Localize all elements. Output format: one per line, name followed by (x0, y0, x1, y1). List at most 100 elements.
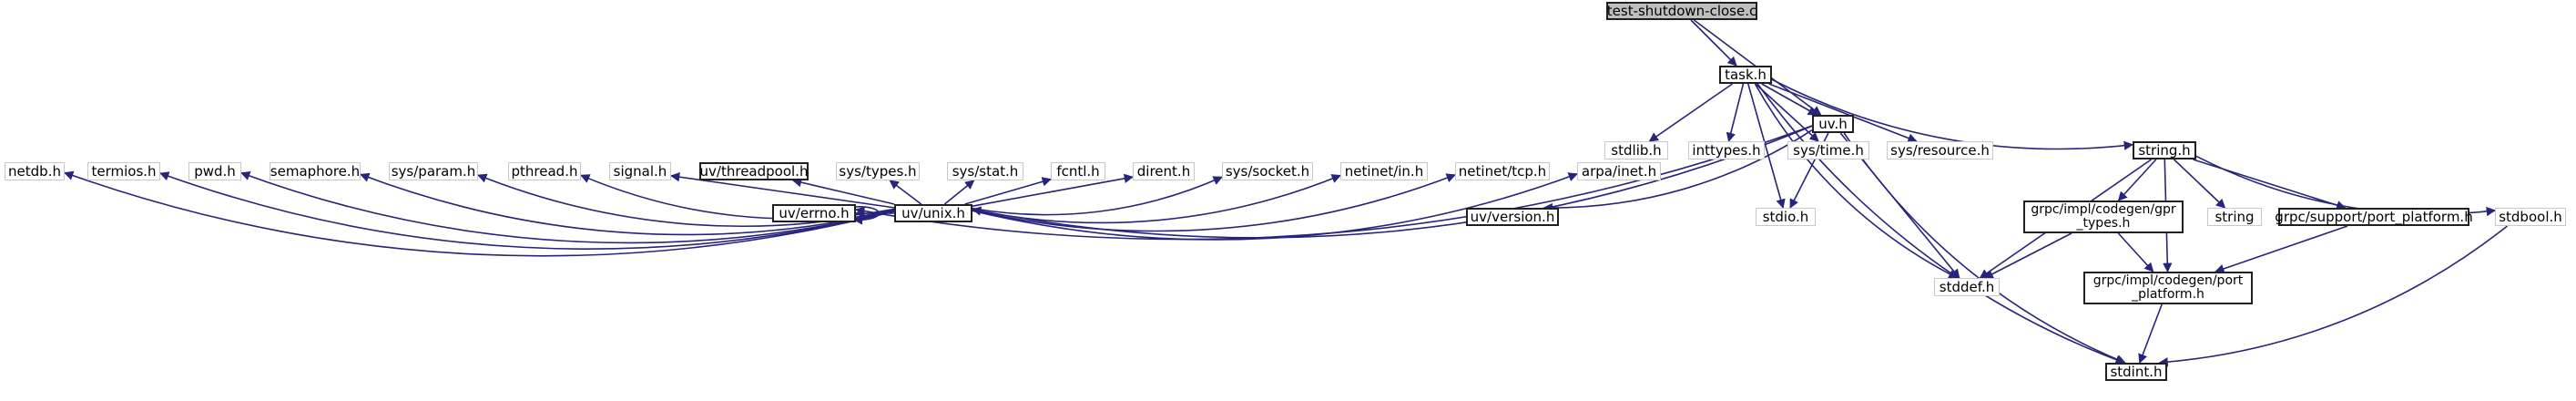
graph-node-label: uv/errno.h (779, 204, 850, 221)
graph-edge (1747, 83, 1786, 210)
graph-node-label: uv/threadpool.h (699, 162, 809, 180)
graph-node-label: sys/time.h (1793, 141, 1864, 159)
graph-edge (1648, 83, 1733, 142)
graph-node-label: string (2215, 208, 2255, 225)
graph-node[interactable]: uv/errno.h (772, 204, 856, 222)
graph-node[interactable]: uv/unix.h (894, 204, 972, 222)
graph-node[interactable]: sys/socket.h (1222, 162, 1313, 180)
graph-node[interactable]: netinet/tcp.h (1455, 162, 1550, 180)
graph-node-label: grpc/impl/codegen/gpr _types.h (2031, 201, 2176, 231)
graph-node[interactable]: sys/time.h (1787, 141, 1869, 159)
graph-node[interactable]: grpc/support/port_platform.h (2275, 208, 2473, 226)
graph-node-label: grpc/impl/codegen/port _platform.h (2092, 272, 2244, 302)
graph-edge (159, 171, 895, 250)
graph-node-label: inttypes.h (1692, 141, 1761, 159)
graph-node-label: uv/version.h (1470, 208, 1555, 225)
graph-edge (64, 170, 895, 257)
graph-node-label: uv/unix.h (901, 204, 965, 221)
graph-node-label: stdlib.h (1611, 141, 1662, 159)
graph-node[interactable]: stddef.h (1934, 278, 2000, 296)
graph-node-label: task.h (1725, 66, 1767, 83)
graph-edge (1726, 83, 1745, 143)
graph-node-label: pthread.h (511, 162, 578, 180)
graph-node[interactable]: uv/threadpool.h (699, 162, 809, 180)
graph-edge (1690, 19, 1737, 67)
graph-node[interactable]: inttypes.h (1688, 141, 1765, 159)
graph-edge (2117, 232, 2154, 272)
graph-node[interactable]: uv/version.h (1466, 208, 1559, 226)
graph-node[interactable]: string (2207, 208, 2262, 226)
graph-node-label: stddef.h (1939, 278, 1995, 295)
graph-edge (854, 125, 1813, 241)
graph-node-label: test-shutdown-close.c (1606, 2, 1757, 19)
graph-edge (1754, 83, 1959, 279)
graph-node-label: sys/resource.h (1890, 141, 1990, 159)
graph-edge (2173, 159, 2226, 209)
graph-edge (1756, 83, 2125, 365)
graph-node[interactable]: task.h (1719, 66, 1772, 84)
graph-node[interactable]: pthread.h (508, 162, 581, 180)
graph-node[interactable]: stdlib.h (1604, 141, 1668, 159)
graph-node[interactable]: test-shutdown-close.c (1606, 2, 1757, 20)
graph-node-label: arpa/inet.h (1581, 162, 1657, 180)
graph-edge (972, 176, 1223, 216)
graph-node-label: netinet/in.h (1344, 162, 1424, 180)
graph-node[interactable]: sys/param.h (389, 162, 478, 180)
graph-edge (1843, 132, 2126, 365)
graph-edge (2195, 155, 2497, 217)
graph-node-label: sys/socket.h (1225, 162, 1310, 180)
graph-edge (2158, 225, 2509, 367)
graph-node-label: stdio.h (1762, 208, 1809, 225)
graph-node-label: sys/types.h (839, 162, 917, 180)
graph-edge (972, 173, 1135, 207)
graph-node[interactable]: fcntl.h (1051, 162, 1105, 180)
graph-edge (360, 172, 895, 236)
graph-edge (2193, 159, 2347, 211)
graph-node-label: string.h (2138, 141, 2191, 159)
graph-node[interactable]: signal.h (609, 162, 671, 180)
graph-edge (1761, 83, 1818, 116)
graph-node[interactable]: stdbool.h (2495, 208, 2566, 226)
graph-edge (669, 172, 895, 209)
graph-node[interactable]: termios.h (87, 162, 160, 180)
graph-node-label: pwd.h (194, 162, 236, 180)
graph-edge (972, 174, 1341, 224)
graph-edge (1789, 132, 1829, 209)
graph-node[interactable]: string.h (2133, 141, 2196, 159)
graph-node[interactable]: grpc/impl/codegen/port _platform.h (2083, 272, 2253, 304)
graph-edge (889, 180, 922, 205)
graph-node[interactable]: pwd.h (188, 162, 241, 180)
graph-node[interactable]: uv.h (1812, 115, 1854, 133)
graph-node-label: grpc/support/port_platform.h (2275, 208, 2473, 225)
graph-node-label: stdbool.h (2499, 208, 2562, 225)
graph-edge (1543, 129, 1813, 213)
graph-node[interactable]: dirent.h (1133, 162, 1195, 180)
graph-node[interactable]: arpa/inet.h (1577, 162, 1661, 180)
graph-edge (972, 172, 1578, 241)
graph-node-label: sys/stat.h (952, 162, 1019, 180)
graph-node[interactable]: semaphore.h (270, 162, 361, 180)
graph-node-label: dirent.h (1136, 162, 1191, 180)
graph-node-label: uv.h (1818, 115, 1848, 132)
graph-edge (240, 171, 895, 244)
graph-edge (964, 177, 1052, 205)
graph-edge (2215, 225, 2348, 273)
graph-node[interactable]: netdb.h (5, 162, 65, 180)
graph-edge (1771, 78, 2134, 150)
graph-edge (971, 125, 1813, 239)
graph-node[interactable]: sys/stat.h (947, 162, 1023, 180)
graph-node-label: termios.h (91, 162, 157, 180)
graph-node[interactable]: grpc/impl/codegen/gpr _types.h (2023, 200, 2184, 233)
graph-node-label: netinet/tcp.h (1458, 162, 1547, 180)
graph-node-label: fcntl.h (1056, 162, 1100, 180)
graph-edge (2138, 303, 2163, 364)
graph-node[interactable]: stdint.h (2105, 363, 2167, 381)
graph-node[interactable]: sys/types.h (836, 162, 920, 180)
graph-node[interactable]: sys/resource.h (1887, 141, 1993, 159)
graph-node-label: semaphore.h (270, 162, 361, 180)
graph-node[interactable]: netinet/in.h (1340, 162, 1428, 180)
graph-node-label: stdint.h (2110, 363, 2163, 380)
graph-node[interactable]: stdio.h (1756, 208, 1816, 226)
